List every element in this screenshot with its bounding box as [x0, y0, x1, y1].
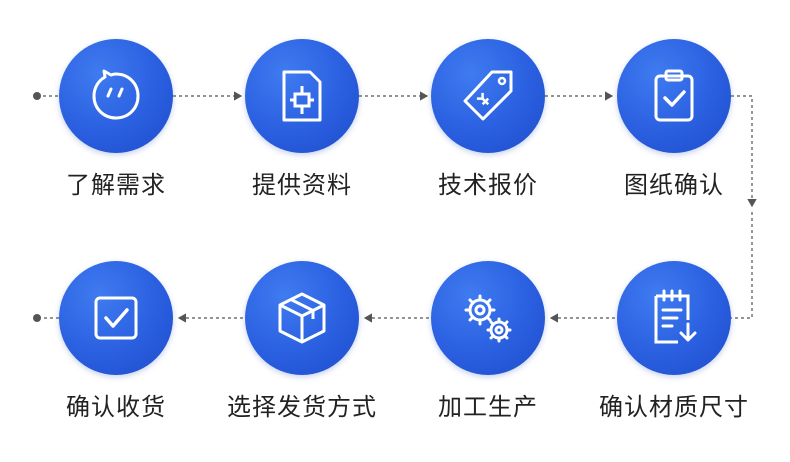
document-download-icon	[654, 289, 697, 344]
step-label: 加工生产	[438, 393, 538, 421]
step-circle	[245, 261, 359, 375]
connector	[731, 212, 753, 319]
step-circle	[617, 39, 731, 153]
step-label: 技术报价	[438, 171, 538, 199]
checkbox-icon	[94, 296, 138, 340]
connector-arrow	[731, 95, 757, 208]
step-label: 图纸确认	[624, 171, 724, 199]
end-dot	[33, 314, 41, 322]
gears-icon	[464, 294, 512, 343]
step-label: 选择发货方式	[227, 393, 377, 421]
step-label: 确认材质尺寸	[599, 393, 749, 421]
step-circle	[245, 39, 359, 153]
sim-card-document-icon	[282, 70, 322, 122]
clipboard-check-icon	[654, 69, 694, 122]
step-label: 了解需求	[66, 171, 166, 199]
step-circle	[617, 261, 731, 375]
step-circle	[431, 261, 545, 375]
price-tag-icon	[463, 70, 513, 121]
step-label: 提供资料	[252, 171, 352, 199]
step-label: 确认收货	[66, 393, 166, 421]
step-circle	[59, 261, 173, 375]
shipping-box-icon	[278, 292, 326, 344]
step-circle	[431, 39, 545, 153]
chat-bubble-face-icon	[92, 69, 140, 120]
step-circle	[59, 39, 173, 153]
